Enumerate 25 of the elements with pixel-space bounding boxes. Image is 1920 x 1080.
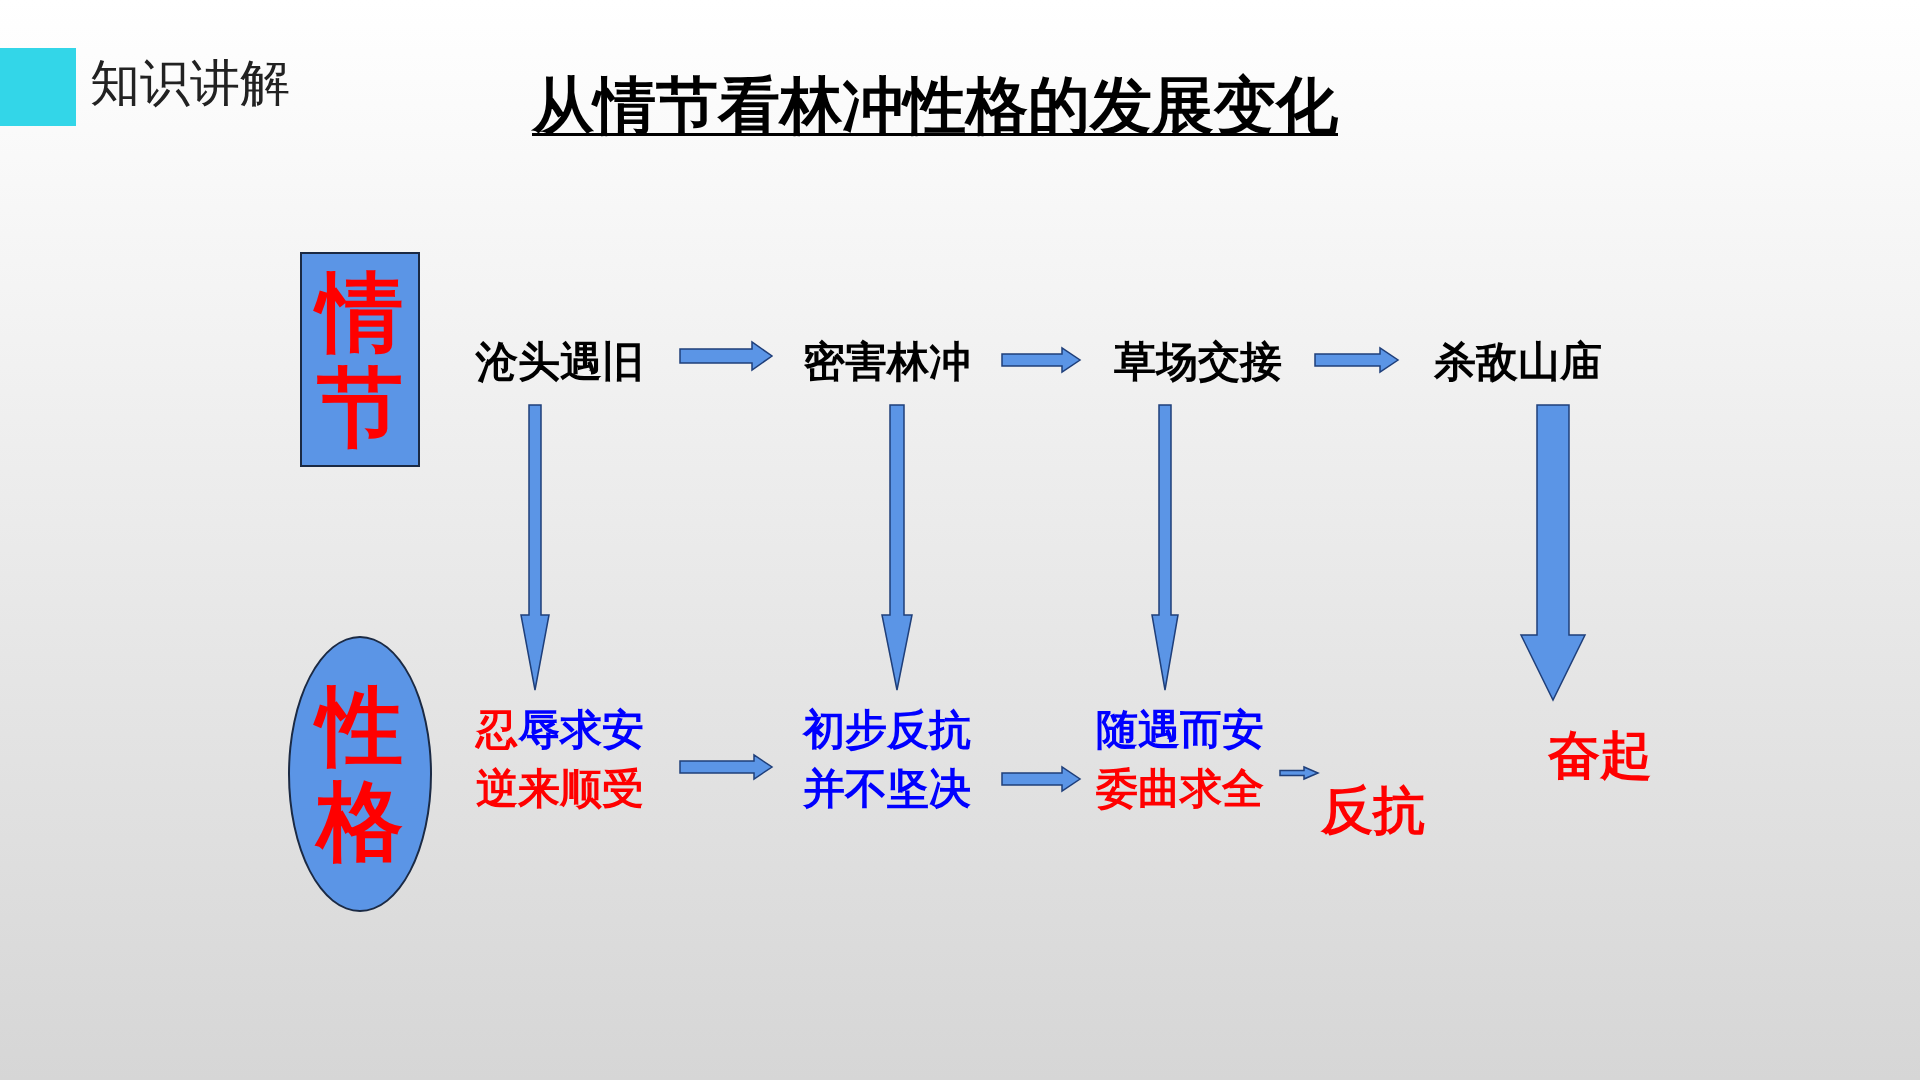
trait-text: 初步反抗 — [803, 704, 971, 757]
trait-text: 并不坚决 — [803, 763, 971, 815]
plot-text: 草场交接 — [1113, 336, 1282, 389]
label-box — [300, 252, 420, 467]
trait-text: 反抗 — [1321, 778, 1425, 842]
trait-text: 委曲求全 — [1096, 763, 1264, 815]
block-arrow — [679, 340, 774, 372]
block-arrow — [1314, 346, 1400, 374]
plot-text: 沧头遇旧 — [476, 336, 644, 389]
block-arrow — [1279, 765, 1320, 781]
block-arrow — [1519, 404, 1587, 702]
block-arrow — [881, 404, 913, 691]
title: 从情节看林冲性格的发展变化 — [530, 72, 1339, 141]
block-arrow — [679, 753, 774, 781]
plot-text: 杀敌山庙 — [1434, 336, 1602, 389]
plot-text: 密害林冲 — [803, 336, 971, 389]
trait-text: 奋起 — [1548, 723, 1652, 787]
block-arrow — [1001, 346, 1082, 374]
trait-text: 忍辱求安 — [476, 704, 644, 757]
trait-text: 随遇而安 — [1096, 704, 1264, 757]
block-arrow — [1151, 404, 1179, 691]
trait-text: 逆来顺受 — [476, 763, 644, 815]
block-arrow — [520, 404, 550, 691]
block-arrow — [1001, 765, 1082, 793]
section-label: 知识讲解 — [90, 58, 290, 108]
